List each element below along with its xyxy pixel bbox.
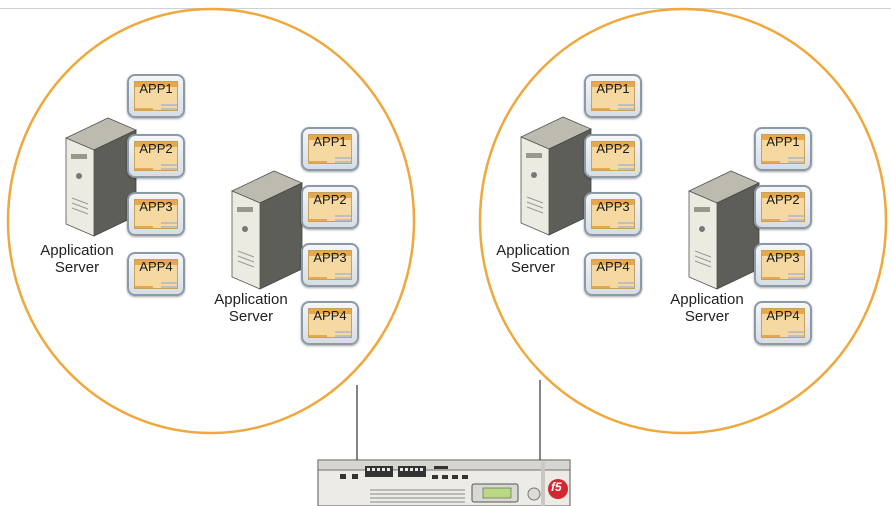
app-label: APP2 [139,141,173,156]
app-window-icon: APP2 [754,185,812,229]
app-label: APP3 [596,199,630,214]
app-window-icon: APP4 [584,252,642,296]
app-window-icon: APP1 [754,127,812,171]
app-label: APP3 [766,250,800,265]
app-label: APP2 [313,192,347,207]
server-label-line2: Server [510,259,556,276]
app-window-icon: APP4 [301,301,359,345]
app-label: APP2 [766,192,800,207]
app-label: APP1 [596,81,630,96]
server-group-circle-left [6,7,416,435]
app-label: APP1 [139,81,173,96]
server-label-line1: Application [40,242,114,259]
app-window-icon: APP2 [584,134,642,178]
server-label-line1: Application [496,242,570,259]
app-label: APP1 [313,134,347,149]
app-window-icon: APP1 [127,74,185,118]
app-window-icon: APP3 [754,243,812,287]
app-window-icon: APP2 [127,134,185,178]
app-window-icon: APP4 [754,301,812,345]
app-label: APP4 [313,308,347,323]
app-label: APP3 [313,250,347,265]
app-label: APP4 [139,259,173,274]
f5-logo-text: f5 [551,480,562,494]
app-label: APP4 [596,259,630,274]
app-label: APP1 [766,134,800,149]
app-label: APP3 [139,199,173,214]
server-group-circle-right [478,7,888,435]
app-window-icon: APP3 [584,192,642,236]
server-label-line1: Application [670,291,744,308]
server-label-line2: Server [684,308,730,325]
app-window-icon: APP1 [584,74,642,118]
app-window-icon: APP2 [301,185,359,229]
server-label-line2: Server [228,308,274,325]
app-window-icon: APP3 [127,192,185,236]
server-label-line1: Application [214,291,288,308]
app-label: APP2 [596,141,630,156]
app-window-icon: APP1 [301,127,359,171]
app-window-icon: APP4 [127,252,185,296]
app-window-icon: APP3 [301,243,359,287]
app-label: APP4 [766,308,800,323]
top-divider [0,8,891,9]
server-label-line2: Server [54,259,100,276]
